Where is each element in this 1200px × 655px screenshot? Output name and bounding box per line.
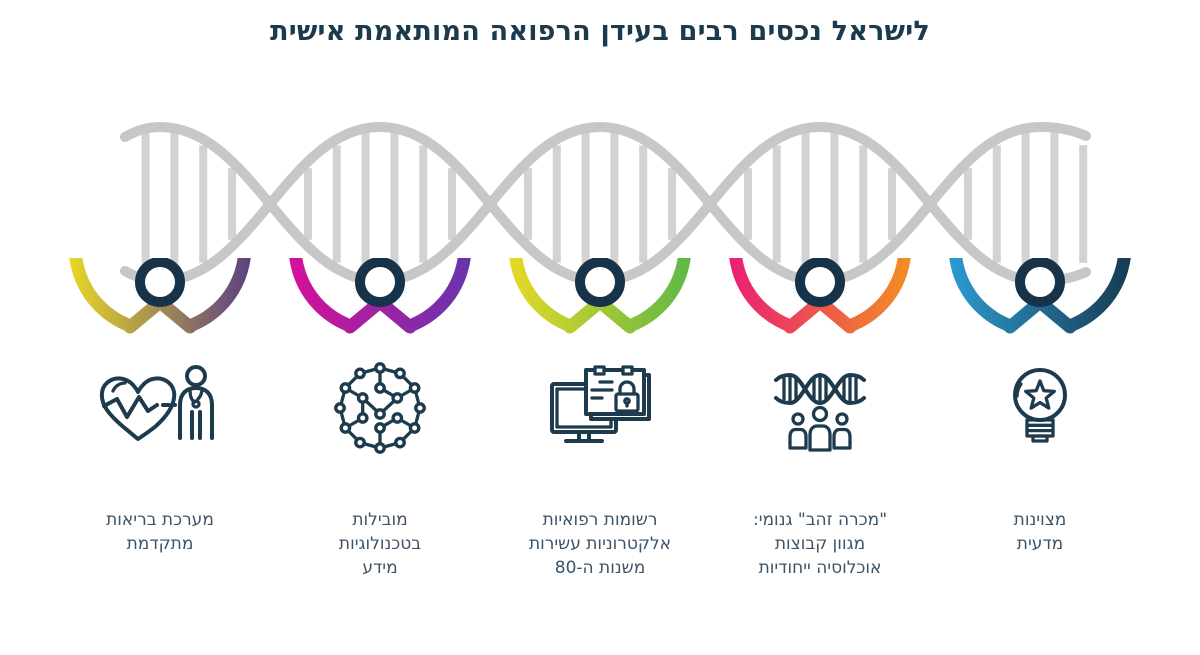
- gradient-circle: [509, 258, 691, 333]
- gradient-circle: [289, 258, 471, 333]
- badge-graphic: [69, 258, 251, 441]
- badge-graphic: [509, 258, 691, 443]
- badge-label: מערכת בריאות מתקדמת: [106, 510, 214, 554]
- connector-ring: [135, 258, 185, 307]
- asset-badge-health-records: רשומות רפואיות אלקטרוניות עשירות משנות ה…: [500, 258, 700, 580]
- connector-ring: [355, 258, 405, 307]
- gradient-circle: [69, 258, 251, 333]
- lightbulb-star-icon: [1013, 368, 1067, 443]
- badge-graphic: [289, 258, 471, 454]
- network-sphere-icon: [334, 362, 426, 454]
- page-title: לישראל נכסים רבים בעידן הרפואה המותאמת א…: [270, 16, 930, 47]
- badge-graphic: [949, 258, 1131, 443]
- badge-label: רשומות רפואיות אלקטרוניות עשירות משנות ה…: [528, 510, 672, 578]
- connector-ring: [575, 258, 625, 307]
- badge-label: מובילות בטכנולוגיות מידע: [338, 510, 422, 578]
- asset-badge-genomic-goldmine: "מכרה זהב" גנומי: מגוון קבוצות אוכלוסיה …: [720, 258, 920, 580]
- badge-label: "מכרה זהב" גנומי: מגוון קבוצות אוכלוסיה …: [752, 510, 888, 578]
- connector-ring: [795, 258, 845, 307]
- dna-rungs: [141, 132, 1088, 276]
- asset-badge-it-leadership: מובילות בטכנולוגיות מידע: [280, 258, 480, 580]
- dna-population-icon: [774, 373, 866, 452]
- badge-graphic: [729, 258, 911, 452]
- asset-badge-scientific-excellence: מצוינות מדעית: [940, 258, 1140, 556]
- gradient-circle: [949, 258, 1131, 333]
- heart-doctor-icon: [99, 365, 214, 441]
- medical-records-icon: [550, 365, 651, 443]
- asset-badge-health-system: מערכת בריאות מתקדמת: [60, 258, 260, 556]
- connector-ring: [1015, 258, 1065, 307]
- gradient-circle: [729, 258, 911, 333]
- badge-label: מצוינות מדעית: [1013, 510, 1067, 554]
